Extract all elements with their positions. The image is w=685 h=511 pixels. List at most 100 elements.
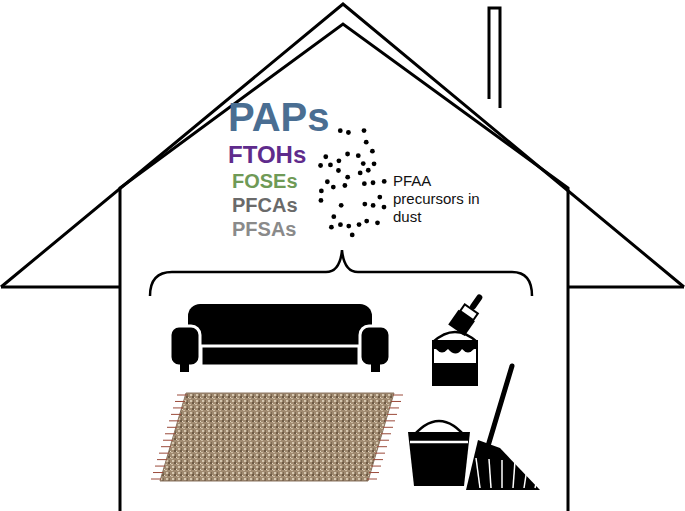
couch-arm [170, 326, 200, 366]
dust-dot [328, 163, 333, 168]
dust-dot [323, 154, 328, 159]
fringe-strand [371, 466, 381, 467]
dust-dot [382, 205, 387, 210]
dust-dot [372, 161, 377, 166]
compound-class: PFSAs [232, 219, 296, 240]
fringe-strand [373, 459, 383, 460]
dust-dot [350, 233, 355, 238]
fringe-strand [175, 401, 185, 402]
couch-leg [371, 364, 380, 372]
dust-dot [318, 163, 323, 168]
dust-dot [382, 179, 387, 184]
dust-note: PFAA precursors in dust [393, 172, 485, 226]
fringe-strand [389, 407, 399, 408]
dust-dot [331, 214, 336, 219]
bucket-icon [408, 421, 470, 486]
dust-dot [329, 225, 334, 230]
dust-dot [325, 179, 330, 184]
dust-dot [362, 128, 367, 133]
fringe-strand [377, 446, 387, 447]
dust-dot [358, 171, 363, 176]
dust-dot [362, 202, 367, 207]
house-outline [1, 4, 684, 511]
dust-dot [319, 189, 324, 194]
dust-dot [371, 203, 376, 208]
fringe-strand [151, 479, 161, 480]
bristle [489, 459, 491, 488]
couch-icon [170, 304, 390, 372]
broom-icon [466, 366, 541, 490]
fringe-strand [177, 395, 187, 396]
dust-dot [356, 153, 361, 158]
fringe-strand [167, 427, 177, 428]
bucket-rim [410, 441, 468, 444]
paint-brush [448, 289, 489, 336]
fringe-strand [155, 466, 165, 467]
couch-leg [180, 364, 189, 372]
roof-outer [1, 4, 684, 287]
fringe-strand [381, 433, 391, 434]
bracket [150, 250, 532, 296]
fringe-strand [383, 427, 393, 428]
dust-dot [364, 219, 369, 224]
dust-particles [318, 128, 386, 237]
fringe-strand [387, 414, 397, 415]
dust-dot [338, 222, 343, 227]
fringe-strand [379, 440, 389, 441]
dust-dot [345, 152, 350, 157]
dust-dot [346, 130, 351, 135]
fringe-strand [161, 446, 171, 447]
rug-icon [151, 393, 403, 481]
fringe-strand [367, 479, 377, 480]
fringe-strand [153, 472, 163, 473]
bristle [535, 463, 541, 488]
bristle [476, 458, 480, 488]
fringe-strand [163, 440, 173, 441]
dust-dot [331, 185, 336, 190]
dust-dot [357, 222, 362, 227]
fringe-strand [173, 407, 183, 408]
dust-dot [336, 158, 341, 163]
compound-class: FOSEs [232, 171, 298, 192]
bucket [408, 432, 470, 486]
dust-dot [336, 168, 341, 173]
paint-can [432, 340, 478, 386]
dust-dot [342, 183, 347, 188]
paint-icon [432, 289, 489, 386]
compound-class: FTOHs [228, 142, 306, 167]
broom-handle [488, 366, 512, 446]
rug [160, 393, 394, 481]
rug-fringe [151, 395, 403, 479]
bristle [501, 460, 503, 488]
eave-right [568, 286, 684, 289]
chimney [489, 8, 500, 108]
paint-drip [436, 349, 474, 354]
fringe-strand [391, 401, 401, 402]
dust-dot [370, 149, 375, 154]
fringe-strand [369, 472, 379, 473]
dust-dot [377, 195, 382, 200]
dust-dot [362, 181, 367, 186]
eave-left [1, 286, 120, 289]
couch-seat [201, 346, 359, 366]
dust-dot [339, 203, 344, 208]
fringe-strand [169, 420, 179, 421]
fringe-strand [165, 433, 175, 434]
fringe-strand [159, 453, 169, 454]
dust-dot [338, 128, 343, 133]
broom-bristles [476, 458, 541, 488]
fringe-strand [171, 414, 181, 415]
dust-dot [361, 161, 366, 166]
bristle [513, 461, 515, 488]
compound-class: PAPs [228, 96, 330, 138]
paint-label [434, 349, 476, 363]
dust-dot [345, 175, 350, 180]
fringe-strand [393, 395, 403, 396]
broom-head [466, 440, 540, 490]
compound-class: PFCAs [232, 195, 298, 216]
bristle [524, 462, 528, 488]
couch-back [188, 304, 372, 348]
dust-dot [346, 224, 351, 229]
